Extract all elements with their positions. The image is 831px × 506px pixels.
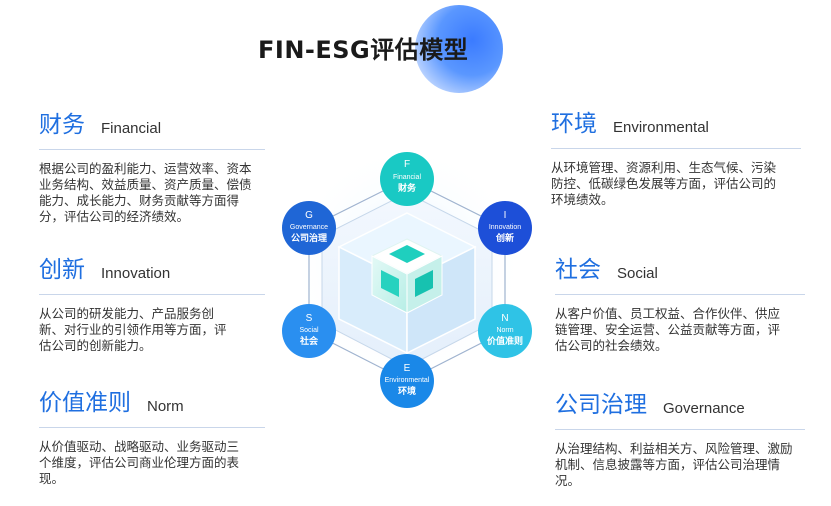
divider <box>555 294 805 295</box>
node-social-circle <box>282 304 336 358</box>
social-heading: 社会 <box>555 257 601 283</box>
node-environmental-zh: 环境 <box>398 385 416 397</box>
norm-heading-en: Norm <box>147 398 184 415</box>
node-social-letter: S <box>306 313 313 324</box>
divider <box>551 148 801 149</box>
innovation-heading: 创新 <box>39 257 85 283</box>
governance-description: 从治理结构、利益相关方、风险管理、激励机制、信息披露等方面，评估公司治理情况。 <box>555 441 793 488</box>
innovation-description: 从公司的研发能力、产品服务创新、对行业的引领作用等方面，评估公司的创新能力。 <box>39 306 227 353</box>
norm-heading: 价值准则 <box>39 390 131 416</box>
node-innovation-zh: 创新 <box>495 232 514 244</box>
node-norm-en: Norm <box>496 327 513 334</box>
node-norm-circle <box>478 304 532 358</box>
norm-description: 从价值驱动、战略驱动、业务驱动三个维度，评估公司商业伦理方面的表现。 <box>39 439 240 486</box>
norm-section: 价值准则 Norm 从价值驱动、战略驱动、业务驱动三个维度，评估公司商业伦理方面… <box>39 383 265 487</box>
title-decor-circle <box>415 5 503 93</box>
innovation-section: 创新 Innovation 从公司的研发能力、产品服务创新、对行业的引领作用等方… <box>39 250 265 354</box>
node-innovation-letter: I <box>504 210 507 221</box>
node-financial: F Financial 财务 <box>380 152 434 206</box>
node-social: S Social 社会 <box>282 304 336 358</box>
node-governance-letter: G <box>305 210 313 221</box>
social-heading-en: Social <box>617 265 658 282</box>
financial-heading: 财务 <box>39 112 85 138</box>
node-financial-zh: 财务 <box>397 182 417 194</box>
node-environmental-circle <box>380 354 434 408</box>
social-description: 从客户价值、员工权益、合作伙伴、供应链管理、安全运营、公益贡献等方面，评估公司的… <box>555 306 781 353</box>
environmental-description: 从环境管理、资源利用、生态气候、污染防控、低碳绿色发展等方面，评估公司的环境绩效… <box>551 160 777 207</box>
divider <box>39 149 265 150</box>
node-innovation-circle <box>478 201 532 255</box>
node-governance-zh: 公司治理 <box>291 232 327 244</box>
divider <box>39 427 265 428</box>
node-governance-circle <box>282 201 336 255</box>
financial-heading-en: Financial <box>101 120 162 137</box>
node-financial-letter: F <box>404 159 410 170</box>
governance-heading-en: Governance <box>663 400 745 417</box>
inner-cube <box>370 238 444 314</box>
page-title: FIN-ESG评估模型 <box>258 36 469 64</box>
innovation-heading-en: Innovation <box>101 265 171 282</box>
divider <box>39 294 265 295</box>
node-financial-en: Financial <box>393 174 421 181</box>
governance-heading: 公司治理 <box>555 392 647 418</box>
financial-description: 根据公司的盈利能力、运营效率、资本业务结构、效益质量、资产质量、偿债能力、成长能… <box>39 161 252 224</box>
node-environmental-letter: E <box>404 363 411 374</box>
node-norm-letter: N <box>501 313 508 324</box>
governance-section: 公司治理 Governance 从治理结构、利益相关方、风险管理、激励机制、信息… <box>555 385 805 489</box>
node-environmental: E Environmental 环境 <box>380 354 434 408</box>
node-governance-en: Governance <box>290 224 328 231</box>
node-norm: N Norm 价值准则 <box>478 304 532 358</box>
environmental-heading: 环境 <box>551 111 597 137</box>
environmental-section: 环境 Environmental 从环境管理、资源利用、生态气候、污染防控、低碳… <box>551 104 801 208</box>
node-social-en: Social <box>299 327 319 334</box>
financial-section: 财务 Financial 根据公司的盈利能力、运营效率、资本业务结构、效益质量、… <box>39 105 265 225</box>
divider <box>555 429 805 430</box>
node-financial-circle <box>380 152 434 206</box>
node-environmental-en: Environmental <box>385 377 430 384</box>
node-norm-zh: 价值准则 <box>487 335 523 347</box>
node-social-zh: 社会 <box>299 335 319 347</box>
node-innovation: I Innovation 创新 <box>478 201 532 255</box>
fin-esg-hexagon-diagram: F Financial 财务 I Innovation 创新 N Norm 价值… <box>282 145 532 408</box>
environmental-heading-en: Environmental <box>613 119 709 136</box>
node-innovation-en: Innovation <box>489 224 521 231</box>
node-governance: G Governance 公司治理 <box>282 201 336 255</box>
social-section: 社会 Social 从客户价值、员工权益、合作伙伴、供应链管理、安全运营、公益贡… <box>555 250 805 354</box>
